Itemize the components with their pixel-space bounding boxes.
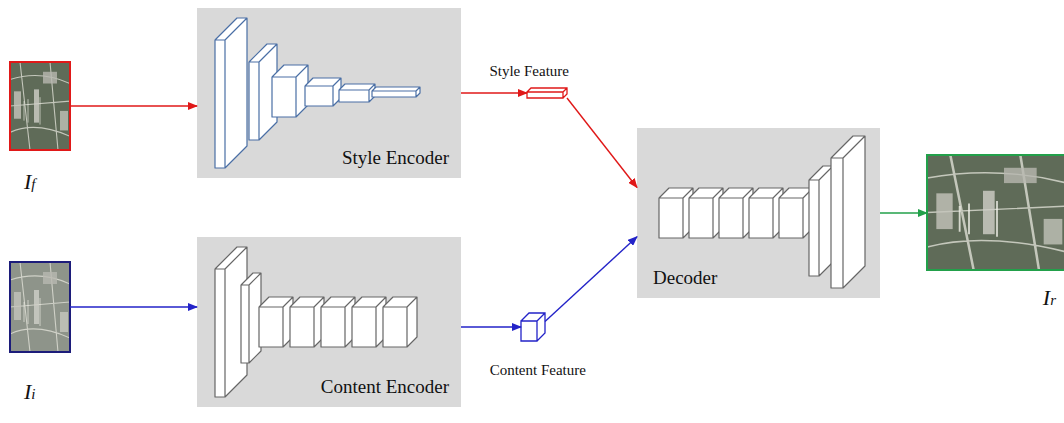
style-encoder-layers [215, 18, 420, 168]
feature-cube: Content Feature [521, 313, 545, 341]
flow-arrow [461, 92, 527, 93]
encoder-panel [197, 237, 461, 407]
output-image: Ir [927, 155, 1064, 270]
feature-vector: Style Feature [527, 88, 567, 98]
input-image: If [10, 62, 70, 150]
node-label: Ii [24, 380, 36, 406]
encoder-panel [197, 8, 461, 178]
flow-arrow [880, 212, 927, 213]
output-image [927, 155, 1064, 270]
style-feature-vector [527, 88, 567, 98]
flow-arrow [70, 105, 197, 106]
decoder-block: Decoder [637, 128, 880, 298]
block-title: Content Encoder [321, 376, 449, 398]
encoder-block: Content Encoder [197, 237, 461, 407]
flow-arrow [461, 326, 521, 327]
flow-arrow [545, 237, 637, 322]
content-encoder-layers [215, 247, 417, 397]
encoder-block: Style Encoder [197, 8, 461, 178]
node-label: Content Feature [490, 361, 586, 379]
node-label: Style Feature [489, 62, 569, 80]
input-image-i [10, 262, 70, 352]
flow-arrow [567, 98, 637, 188]
node-label: Ir [1043, 286, 1056, 312]
flow-arrow [70, 306, 197, 307]
content-feature-cube [521, 313, 545, 341]
decoder-panel [637, 128, 880, 298]
input-image-f [10, 62, 70, 150]
node-label: If [24, 170, 36, 196]
block-title: Style Encoder [342, 147, 449, 169]
decoder-layers [659, 136, 865, 288]
input-image: Ii [10, 262, 70, 352]
block-title: Decoder [653, 267, 717, 289]
